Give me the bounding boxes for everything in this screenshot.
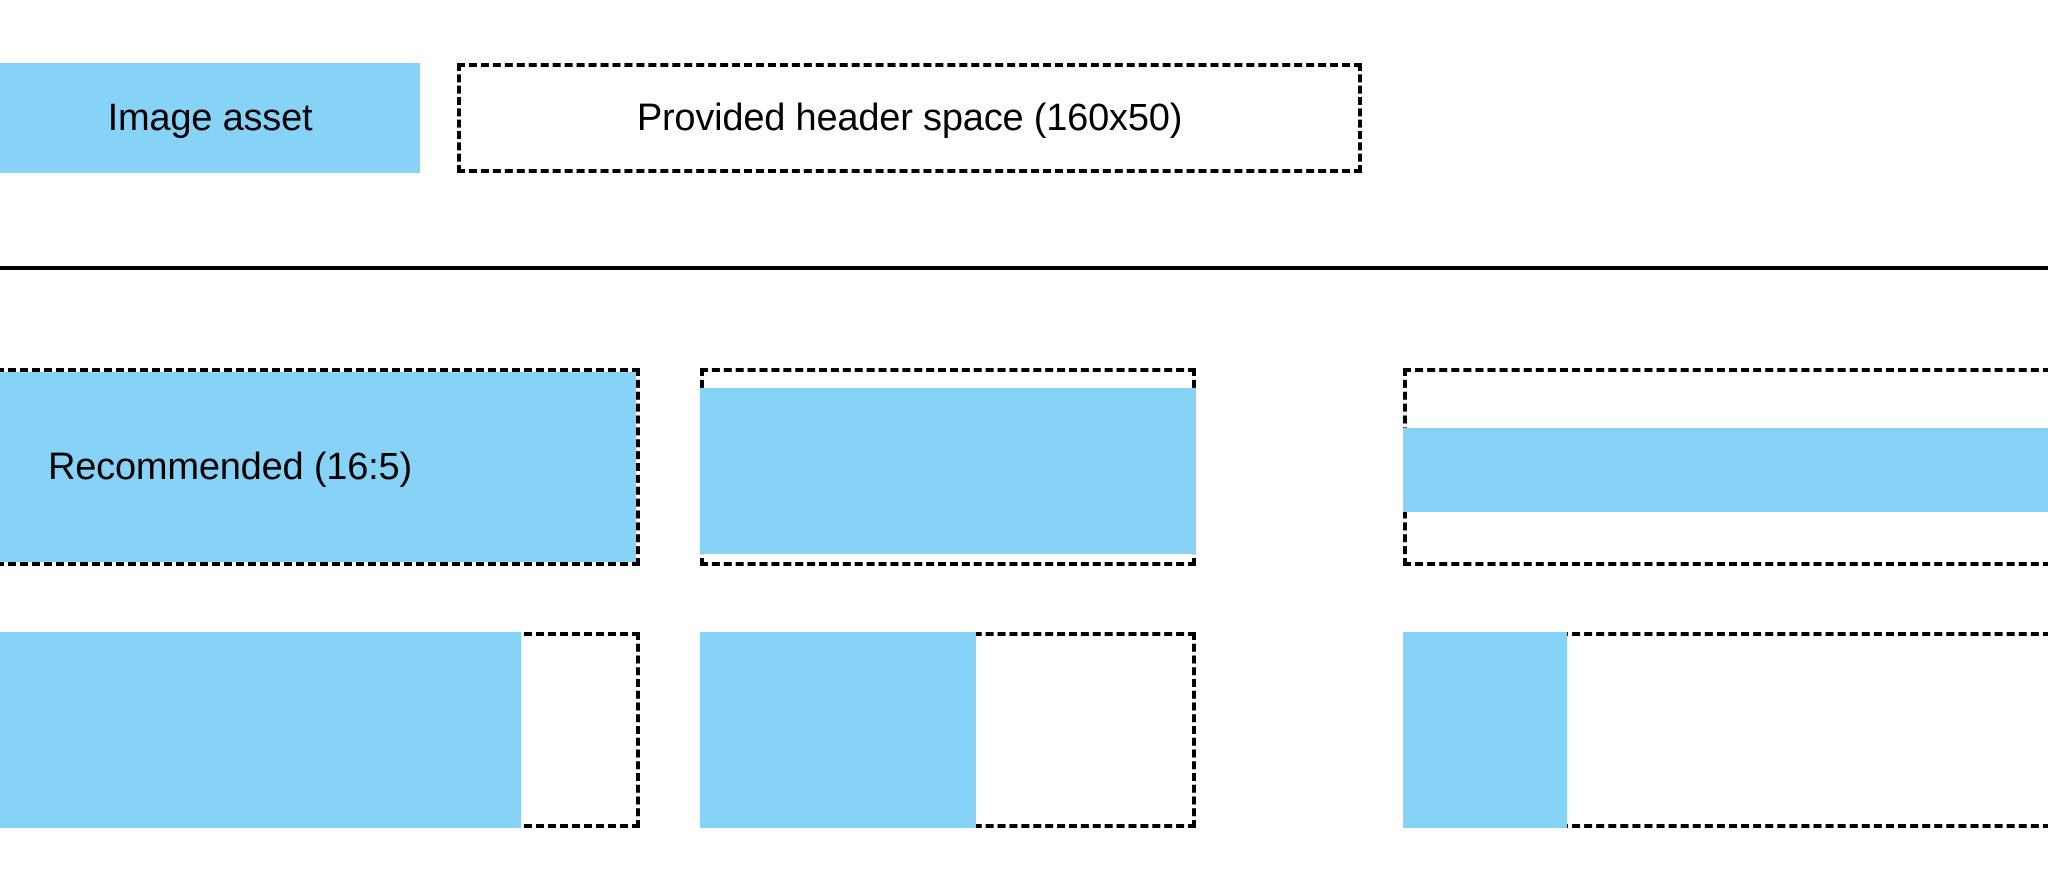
section-divider — [0, 266, 2048, 270]
image-asset-label: Image asset — [107, 97, 313, 139]
image-asset-swatch: Image asset — [0, 63, 420, 173]
provided-header-space-frame: Provided header space (160x50) — [457, 63, 1362, 173]
ratio-cell-row2-2 — [700, 632, 1196, 828]
ratio-cell-row1-2 — [700, 368, 1196, 566]
ratio-cell-row1-3 — [1403, 368, 2048, 566]
ratio-cell-row2-3 — [1403, 632, 2048, 828]
image-fill-vertical-inset — [700, 388, 1196, 554]
provided-header-space-label: Provided header space (160x50) — [636, 97, 1183, 139]
recommended-ratio-label: Recommended (16:5) — [48, 446, 412, 488]
image-fill-left-81 — [0, 632, 521, 828]
image-fill-left-25 — [1403, 632, 1567, 828]
image-fill-thin-band — [1403, 428, 2048, 512]
image-fill-full — [0, 372, 636, 562]
ratio-cell-row1-1: Recommended (16:5) — [0, 368, 640, 566]
ratio-cell-row2-1 — [0, 632, 640, 828]
image-fill-left-55 — [700, 632, 976, 828]
